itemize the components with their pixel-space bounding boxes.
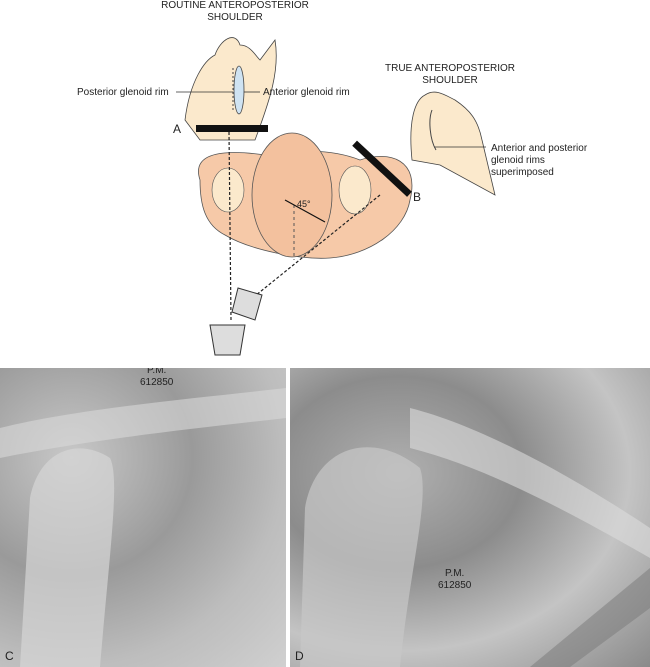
xray-panel-d: P.M. 612850 D xyxy=(290,368,650,667)
true-ap-title-line1: TRUE ANTEROPOSTERIOR xyxy=(384,63,515,74)
xray-tube-b-icon xyxy=(231,287,263,321)
torso-cross-section xyxy=(198,132,413,260)
panel-d-label: D xyxy=(295,649,304,663)
panel-c-id: P.M. 612850 xyxy=(140,368,173,389)
routine-title: ROUTINE ANTEROPOSTERIOR SHOULDER xyxy=(150,0,320,24)
true-ap-title-line2: SHOULDER xyxy=(422,75,478,86)
xray-panel-c: P.M. 612850 C xyxy=(0,368,286,667)
panel-c-number: 612850 xyxy=(140,377,174,388)
posterior-glenoid-label: Posterior glenoid rim xyxy=(77,87,169,98)
true-ap-shoulder-drawing xyxy=(410,91,496,196)
angle-label: 45° xyxy=(297,199,311,209)
routine-shoulder-drawing xyxy=(176,37,277,141)
panel-d-id: P.M. 612850 xyxy=(438,568,471,592)
superimposed-label: Anterior and posterior glenoid rims supe… xyxy=(491,143,587,179)
anterior-glenoid-label: Anterior glenoid rim xyxy=(263,87,350,98)
positioning-diagram xyxy=(176,37,496,356)
routine-title-line1: ROUTINE ANTEROPOSTERIOR xyxy=(161,0,309,11)
label-a: A xyxy=(173,122,182,136)
panel-d-pm: P.M. xyxy=(445,568,465,579)
true-ap-title: TRUE ANTEROPOSTERIOR SHOULDER xyxy=(375,63,525,87)
superimposed-label-line1: Anterior and posterior xyxy=(491,143,588,154)
superimposed-label-line2: glenoid rims xyxy=(491,155,545,166)
panel-c-pm: P.M. xyxy=(147,368,167,376)
panel-c-label: C xyxy=(5,649,14,663)
label-b: B xyxy=(413,190,422,204)
plate-b xyxy=(352,140,412,197)
xray-tube-a-icon xyxy=(209,324,246,356)
routine-title-line2: SHOULDER xyxy=(207,12,263,23)
panel-d-number: 612850 xyxy=(438,580,472,591)
plate-a xyxy=(196,125,268,132)
superimposed-label-line3: superimposed xyxy=(491,167,554,178)
